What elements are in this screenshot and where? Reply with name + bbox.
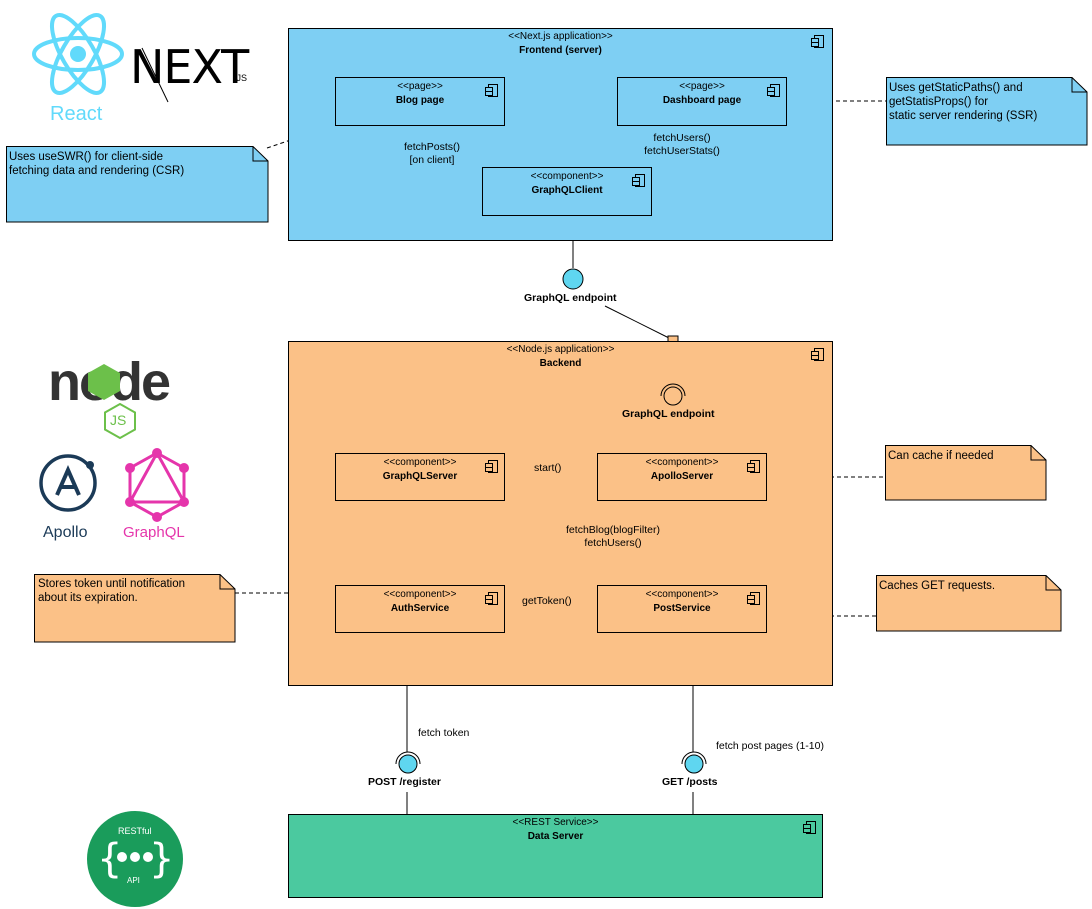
graphql-logo-text: GraphQL [123, 524, 185, 541]
fetch-blog-label: fetchBlog(blogFilter) fetchUsers() [566, 524, 660, 549]
component-icon [632, 174, 645, 187]
component-name: AuthService [390, 603, 450, 614]
component-stereotype: <<page>> [679, 81, 725, 92]
component-icon [485, 592, 498, 605]
component-stereotype: <<component>> [383, 589, 457, 600]
component-icon [485, 84, 498, 97]
next-logo-slash [141, 47, 169, 103]
apollo-server-component[interactable]: <<component>> ApolloServer [597, 453, 767, 501]
component-stereotype: <<component>> [383, 457, 457, 468]
start-label: start() [534, 462, 562, 474]
backend-stereotype: <<Node.js application>> [506, 344, 615, 355]
note-csr-text: Uses useSWR() for client-side fetching d… [9, 151, 185, 177]
note-cache [885, 445, 1047, 501]
frontend-stereotype: <<Next.js application>> [508, 31, 613, 42]
component-name: GraphQLClient [531, 185, 603, 196]
nodejs-badge-icon [104, 403, 136, 439]
post-register-interface [395, 751, 421, 774]
react-logo [32, 13, 124, 95]
fetch-token-label: fetch token [418, 727, 470, 739]
graphql-endpoint-outer-label: GraphQL endpoint [524, 292, 617, 304]
backend-package: <<Node.js application>> Backend [288, 341, 833, 686]
graphql-server-component[interactable]: <<component>> GraphQLServer [335, 453, 505, 501]
component-icon [485, 460, 498, 473]
component-stereotype: <<component>> [645, 589, 719, 600]
apollo-logo [39, 454, 97, 512]
endpoint-to-port [604, 305, 670, 339]
component-stereotype: <<component>> [530, 171, 604, 182]
get-posts-label: GET /posts [662, 776, 718, 788]
fetch-posts-label: fetchPosts() [on client] [403, 141, 461, 166]
note-token-text: Stores token until notification about it… [38, 578, 186, 604]
get-token-label: getToken() [522, 595, 572, 607]
component-icon [811, 35, 824, 48]
component-icon [747, 460, 760, 473]
post-service-component[interactable]: <<component>> PostService [597, 585, 767, 633]
graphql-endpoint-interface [562, 268, 584, 290]
get-posts-interface [681, 751, 707, 774]
component-icon [811, 348, 824, 361]
component-icon [747, 592, 760, 605]
dashboard-page-component[interactable]: <<page>> Dashboard page [617, 77, 787, 126]
auth-service-component[interactable]: <<component>> AuthService [335, 585, 505, 633]
restful-label-bottom: API [127, 876, 140, 885]
data-server-name: Data Server [527, 831, 584, 842]
restful-label-top: RESTful [118, 826, 152, 836]
component-name: ApolloServer [650, 471, 714, 482]
data-server-stereotype: <<REST Service>> [512, 817, 599, 828]
frontend-name: Frontend (server) [519, 45, 602, 56]
svg-text:}: } [149, 836, 174, 882]
note-cache-text: Can cache if needed [888, 450, 994, 462]
note-ssr-text: Uses getStaticPaths() and getStatisProps… [889, 82, 1038, 122]
next-logo-suffix: .JS [234, 73, 248, 83]
component-stereotype: <<page>> [397, 81, 443, 92]
fetch-users-label: fetchUsers() fetchUserStats() [644, 132, 720, 157]
component-icon [767, 84, 780, 97]
nodejs-badge-text: JS [110, 412, 127, 428]
backend-name: Backend [539, 358, 582, 369]
graphql-client-component[interactable]: <<component>> GraphQLClient [482, 167, 652, 216]
restful-api-logo: { } [87, 811, 183, 907]
note-token [34, 574, 236, 643]
component-stereotype: <<component>> [645, 457, 719, 468]
graphql-endpoint-inner-label: GraphQL endpoint [622, 408, 715, 420]
note-get-cache-text: Caches GET requests. [879, 580, 996, 592]
note-ssr [886, 77, 1088, 146]
component-name: Blog page [395, 95, 445, 106]
note-csr [6, 146, 269, 223]
graphql-logo [125, 448, 189, 522]
note-get-cache [876, 575, 1062, 632]
component-icon [803, 821, 816, 834]
react-logo-text: React [50, 103, 103, 125]
node-hexagon-icon [88, 364, 120, 400]
next-logo-text: NEXT [130, 40, 249, 94]
fetch-post-pages-label: fetch post pages (1-10) [716, 740, 824, 752]
blog-page-component[interactable]: <<page>> Blog page [335, 77, 505, 126]
component-name: Dashboard page [662, 95, 742, 106]
apollo-logo-text: Apollo [43, 524, 88, 541]
component-name: GraphQLServer [382, 471, 458, 482]
data-server-package: <<REST Service>> Data Server [288, 814, 823, 898]
component-name: PostService [653, 603, 711, 614]
post-register-label: POST /register [368, 776, 441, 788]
graphql-endpoint-socket [660, 383, 686, 406]
